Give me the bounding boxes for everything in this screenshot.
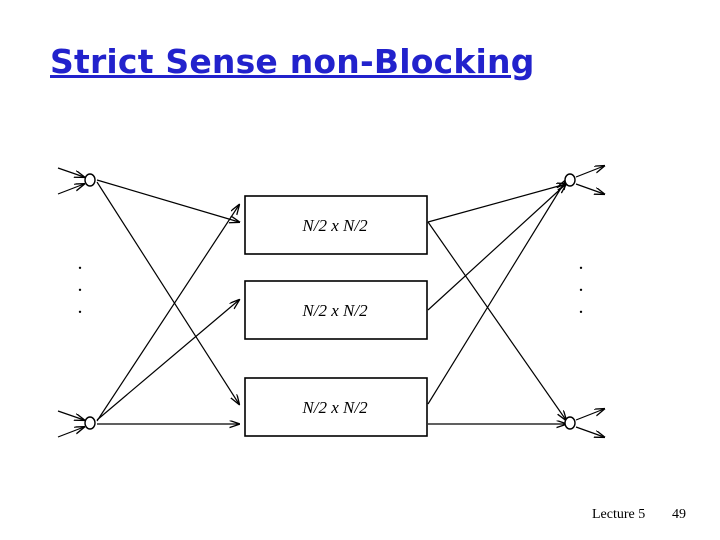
input-arrows-bottom xyxy=(57,410,84,438)
switch-boxes xyxy=(244,195,428,437)
page-title: Strict Sense non-Blocking xyxy=(50,42,535,81)
box-label-3: N/2 x N/2 xyxy=(302,398,368,417)
right-vertical-dots: ... xyxy=(578,252,584,318)
terminal-nodes xyxy=(84,173,576,430)
output-arrows-bottom xyxy=(575,409,604,437)
input-arrows-top xyxy=(57,167,84,195)
box-label-1: N/2 x N/2 xyxy=(302,216,368,235)
output-arrows-top xyxy=(575,166,604,194)
footer-page-number: 49 xyxy=(672,507,686,522)
footer-lecture-label: Lecture 5 xyxy=(592,507,646,522)
left-to-box-links xyxy=(96,179,239,424)
left-vertical-dots: ... xyxy=(77,252,83,318)
box-label-2: N/2 x N/2 xyxy=(302,301,368,320)
box-to-right-links xyxy=(427,180,566,424)
